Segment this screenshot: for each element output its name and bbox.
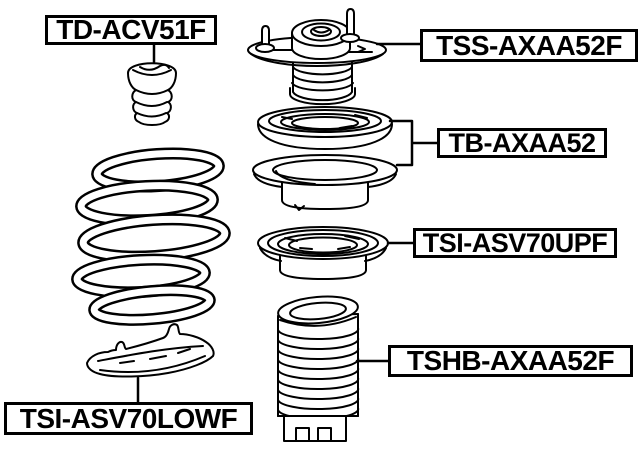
- bump-stop-icon: [127, 62, 177, 126]
- strut-mount-icon: [247, 8, 387, 106]
- lower-spring-insulator-icon: [86, 323, 215, 378]
- leader-lines: [136, 42, 439, 404]
- part-label-dust-boot: TSHB-AXAA52F: [388, 345, 633, 377]
- part-label-upper-insulator: TSI-ASV70UPF: [413, 228, 617, 258]
- coil-spring-icon: [71, 147, 231, 326]
- suspension-bearing-icon: [257, 106, 393, 150]
- part-label-bearing-kit: TB-AXAA52: [437, 128, 607, 158]
- upper-spring-insulator-icon: [257, 226, 389, 280]
- part-label-lower-insulator: TSI-ASV70LOWF: [4, 402, 253, 435]
- leader-bearing-bracket: [388, 119, 439, 167]
- dust-boot-icon: [277, 295, 360, 442]
- part-label-strut-mount: TSS-AXAA52F: [420, 29, 638, 62]
- part-label-bump-stop: TD-ACV51F: [45, 15, 217, 45]
- spring-seat-icon: [252, 154, 398, 211]
